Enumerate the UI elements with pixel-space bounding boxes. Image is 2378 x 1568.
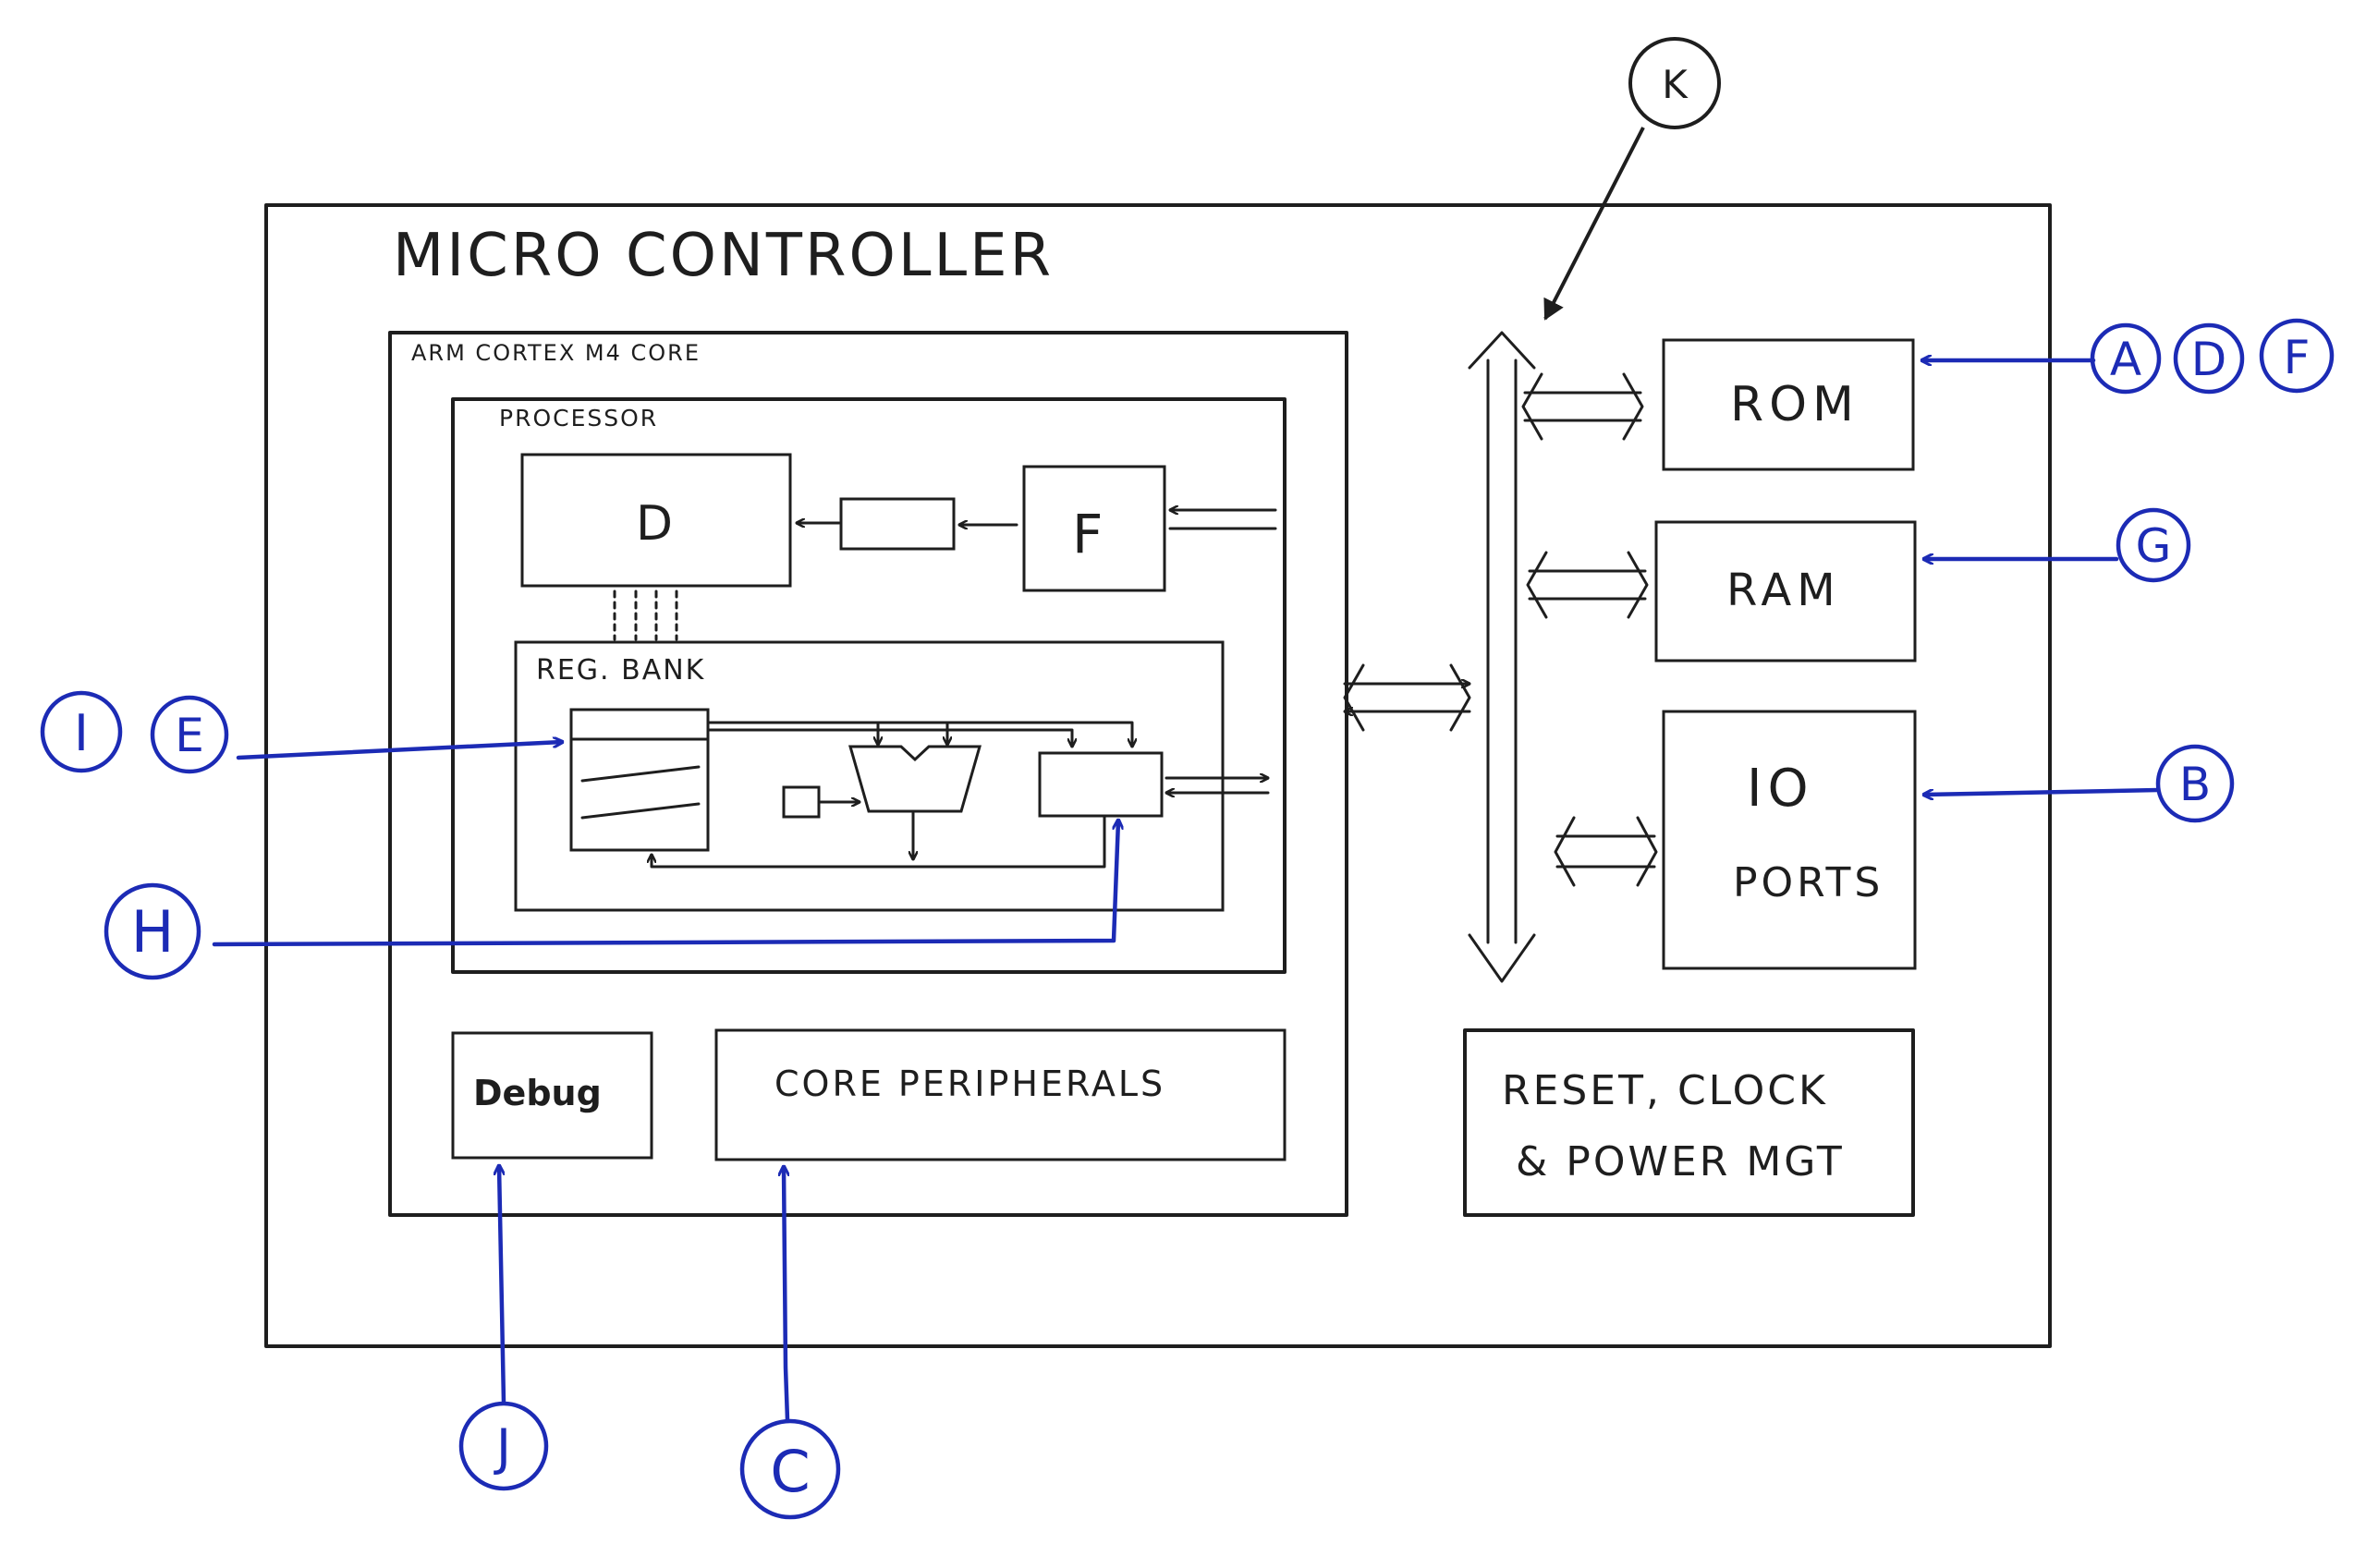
core-peripherals-label: CORE PERIPHERALS — [774, 1064, 1165, 1104]
system-bus — [1468, 331, 1536, 983]
processor-box — [451, 397, 1287, 974]
fetch-box — [1022, 465, 1166, 592]
reg-bank-label: REG. BANK — [536, 654, 705, 687]
marker-b-circle — [2155, 744, 2235, 823]
decode-label: D — [636, 496, 673, 552]
decode-box — [520, 453, 792, 588]
microcontroller-title: MICRO CONTROLLER — [393, 222, 1054, 290]
microcontroller-box — [264, 203, 2052, 1348]
marker-e: E — [175, 709, 204, 762]
debug-box — [451, 1031, 653, 1160]
marker-i-circle — [40, 690, 123, 773]
fetch-label: F — [1072, 503, 1103, 565]
reset-label-line2: & POWER MGT — [1516, 1138, 1845, 1185]
marker-c: C — [770, 1438, 810, 1505]
io-ports-box — [1662, 710, 1917, 970]
core-peripherals-box — [714, 1028, 1287, 1161]
io-label-line1: IO — [1747, 759, 1814, 819]
marker-ie-arrow — [236, 742, 562, 760]
alu-immediate — [782, 785, 821, 819]
marker-d-circle — [2173, 322, 2245, 395]
io-label-line2: PORTS — [1733, 859, 1884, 906]
reg-to-alu-path — [706, 721, 1132, 748]
marker-h-circle — [104, 882, 201, 980]
register-file — [569, 708, 710, 852]
pipeline-register — [839, 497, 956, 551]
decode-control-lines — [613, 590, 678, 641]
marker-f: F — [2284, 331, 2311, 384]
marker-i: I — [74, 704, 89, 762]
alu-shape — [848, 745, 982, 813]
marker-h-arrow — [212, 818, 1118, 947]
rom-label: ROM — [1730, 377, 1860, 432]
reg-bank-box — [514, 640, 1225, 912]
marker-e-circle — [150, 695, 229, 774]
processor-label: PROCESSOR — [499, 405, 658, 432]
marker-a-circle — [2090, 322, 2162, 395]
marker-c-circle — [739, 1418, 841, 1520]
core-to-bus-connection — [1343, 663, 1471, 732]
marker-b: B — [2179, 758, 2211, 811]
bus-to-io-connection — [1554, 816, 1658, 887]
marker-f-circle — [2259, 318, 2335, 394]
marker-k-circle — [1628, 37, 1721, 129]
marker-a: A — [2110, 333, 2141, 386]
writeback-path — [652, 814, 1106, 869]
reset-label-line1: RESET, CLOCK — [1502, 1067, 1828, 1114]
marker-j-arrow — [499, 1163, 506, 1405]
rom-box — [1662, 338, 1915, 471]
marker-k-arrow — [1543, 127, 1645, 321]
marker-j: J — [494, 1418, 511, 1477]
ram-label: RAM — [1726, 565, 1841, 616]
bus-to-rom-connection — [1521, 372, 1644, 441]
marker-b-arrow — [1921, 787, 2161, 795]
marker-h: H — [131, 898, 175, 966]
marker-g-circle — [2116, 507, 2191, 583]
arm-core-label: ARM CORTEX M4 CORE — [411, 340, 701, 366]
reset-clock-power-box — [1463, 1028, 1915, 1217]
arm-core-box — [388, 331, 1348, 1217]
marker-k: K — [1662, 62, 1689, 107]
ram-box — [1654, 520, 1917, 662]
debug-label: Debug — [473, 1073, 602, 1113]
bus-to-ram-connection — [1526, 551, 1649, 619]
marker-g: G — [2136, 519, 2172, 573]
marker-d: D — [2191, 333, 2227, 386]
marker-c-arrow — [784, 1164, 790, 1423]
load-store-register — [1038, 751, 1164, 818]
